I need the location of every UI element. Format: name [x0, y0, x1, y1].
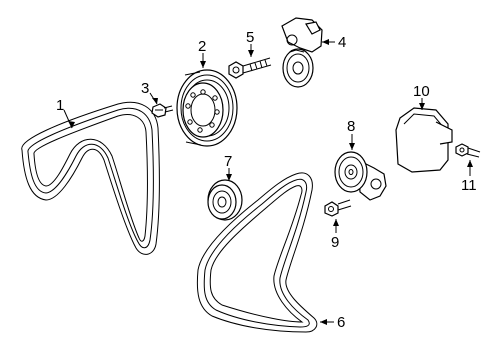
tensioner-4 — [281, 17, 323, 88]
bolt-11 — [455, 143, 481, 158]
callout-1: 1 — [56, 97, 64, 114]
bolt-3 — [151, 103, 174, 118]
callout-8: 8 — [347, 118, 355, 135]
bolt-5 — [228, 57, 272, 79]
belt-1 — [21, 101, 160, 255]
callout-5: 5 — [246, 29, 254, 46]
callout-4: 4 — [338, 34, 346, 51]
callout-9: 9 — [331, 234, 339, 251]
idler-pulley-7 — [207, 179, 243, 221]
bolt-9 — [324, 199, 352, 217]
crankshaft-pulley-2 — [176, 69, 238, 147]
tensioner-8 — [334, 151, 387, 201]
cover-10 — [395, 107, 453, 173]
callout-3: 3 — [141, 80, 149, 97]
callout-11: 11 — [461, 177, 477, 194]
callout-10: 10 — [413, 83, 430, 100]
leader-lines — [63, 39, 473, 325]
callout-7: 7 — [224, 153, 232, 170]
belt-6 — [196, 172, 318, 333]
callout-6: 6 — [337, 314, 345, 331]
callout-2: 2 — [198, 38, 206, 55]
